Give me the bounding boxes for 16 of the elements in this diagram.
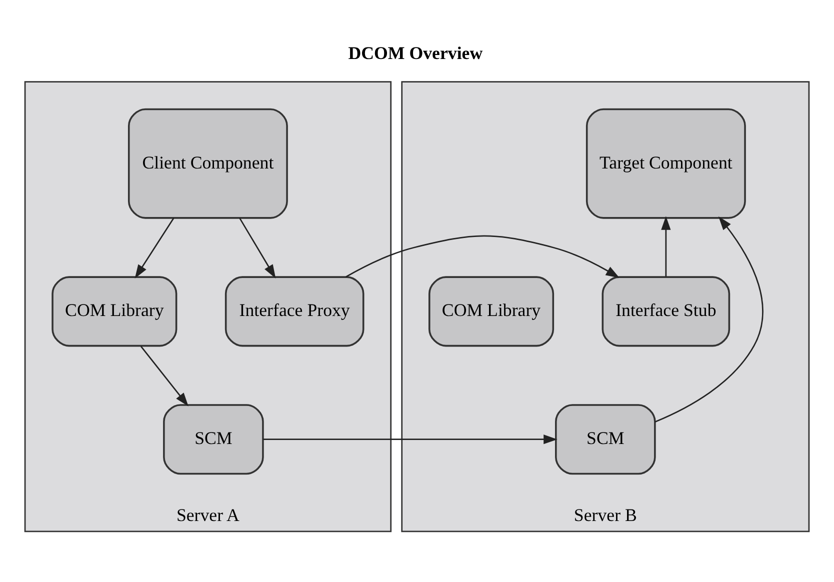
node-box: Interface Stub xyxy=(602,276,730,346)
node-box: SCM xyxy=(555,404,656,474)
node-box: Interface Proxy xyxy=(224,276,364,346)
arrow xyxy=(239,217,276,278)
arrow xyxy=(661,216,671,276)
arrow xyxy=(654,216,764,422)
arrow xyxy=(263,434,558,444)
arrow xyxy=(140,345,188,406)
diagram-title: DCOM Overview xyxy=(348,42,483,62)
node-box: SCM xyxy=(163,404,264,474)
node-box: COM Library xyxy=(428,276,554,346)
node-box: Target Component xyxy=(586,108,746,218)
node-box: COM Library xyxy=(52,276,178,346)
arrow xyxy=(134,217,174,278)
arrow xyxy=(346,234,620,278)
node-box: Client Component xyxy=(128,108,288,218)
